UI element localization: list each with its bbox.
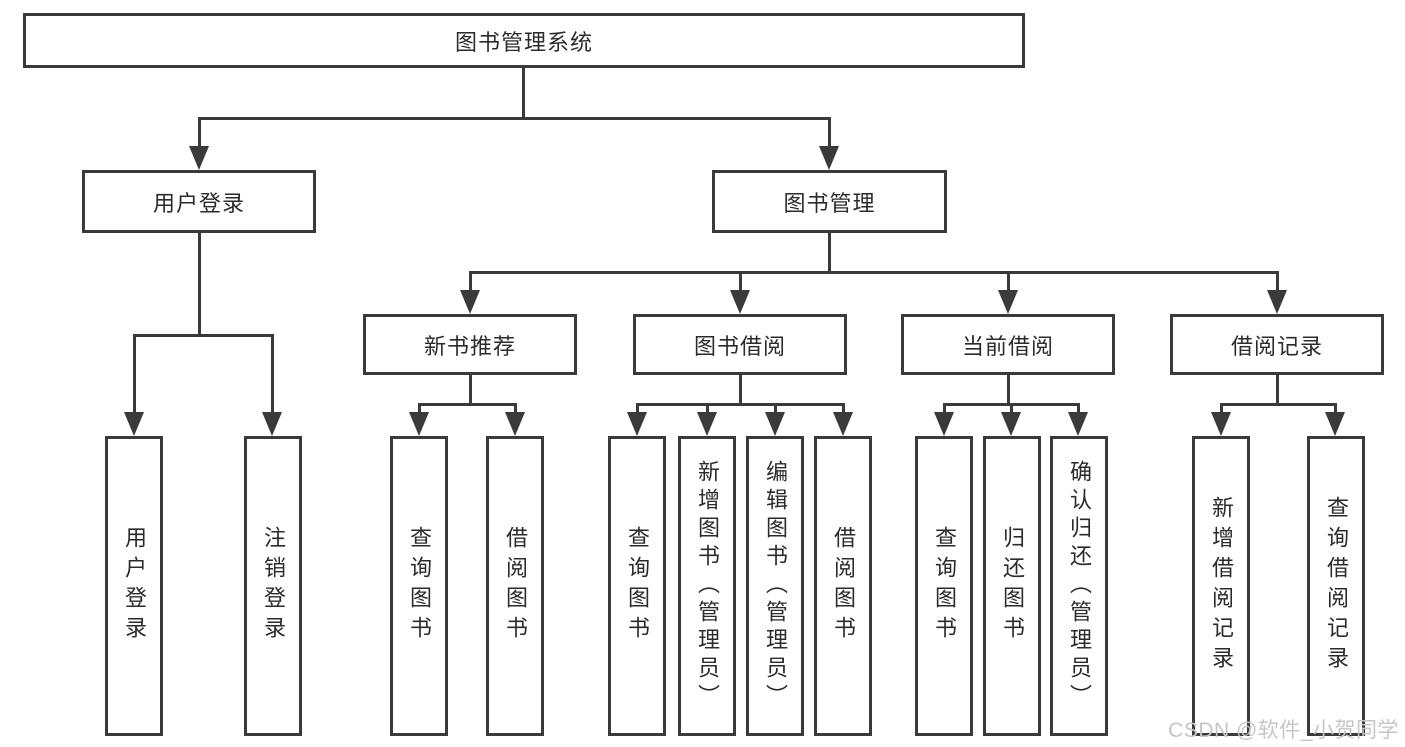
node-current-borrowing: 当前借阅 [901, 314, 1115, 375]
leaf-label: 查询图书 [932, 526, 957, 646]
connector-line [828, 233, 831, 274]
connector-line [1276, 271, 1279, 291]
arrow-down-icon [262, 412, 282, 436]
arrow-down-icon [124, 412, 144, 436]
arrow-down-icon [1211, 412, 1231, 436]
connector-line [1010, 403, 1013, 415]
connector-line [198, 117, 201, 150]
node-library-management-system: 图书管理系统 [23, 13, 1025, 68]
arrow-down-icon [505, 412, 525, 436]
leaf-query-books-borrowing: 查询图书 [608, 436, 666, 736]
connector-line [828, 117, 831, 150]
leaf-label: 查询图书 [625, 526, 650, 646]
node-label: 用户登录 [152, 190, 245, 216]
arrow-down-icon [460, 290, 480, 314]
leaf-label: 查询图书 [407, 526, 432, 646]
connector-line [469, 271, 472, 291]
connector-line [1007, 271, 1010, 291]
arrow-down-icon [934, 412, 954, 436]
connector-line [1334, 403, 1337, 415]
connector-line [1276, 375, 1279, 406]
node-label: 当前借阅 [961, 333, 1054, 359]
connector-line [514, 403, 517, 415]
leaf-label: 查询借阅记录 [1324, 496, 1349, 676]
leaf-add-book-admin: 新增图书（管理员） [678, 436, 736, 736]
leaf-edit-book-admin: 编辑图书（管理员） [746, 436, 804, 736]
node-book-borrowing: 图书借阅 [633, 314, 847, 375]
connector-line [469, 375, 472, 406]
arrow-down-icon [833, 412, 853, 436]
node-book-management: 图书管理 [712, 170, 947, 233]
connector-line [469, 271, 1279, 274]
connector-line [943, 403, 946, 415]
leaf-label: 确认归还（管理员） [1067, 460, 1092, 712]
node-label: 借阅记录 [1230, 333, 1323, 359]
leaf-label: 借阅图书 [831, 526, 856, 646]
connector-line [1007, 375, 1010, 406]
arrow-down-icon [697, 412, 717, 436]
connector-line [198, 233, 201, 337]
leaf-label: 新增借阅记录 [1209, 496, 1234, 676]
leaf-label: 新增图书（管理员） [695, 460, 720, 712]
leaf-query-borrow-record: 查询借阅记录 [1307, 436, 1365, 736]
leaf-query-books-current: 查询图书 [915, 436, 973, 736]
arrow-down-icon [189, 146, 209, 170]
connector-line [1220, 403, 1223, 415]
connector-line [133, 334, 136, 414]
arrow-down-icon [1001, 412, 1021, 436]
arrow-down-icon [730, 290, 750, 314]
arrow-down-icon [765, 412, 785, 436]
csdn-watermark: CSDN @软件_小贺同学 [1168, 719, 1399, 742]
leaf-label: 编辑图书（管理员） [763, 460, 788, 712]
connector-line [842, 403, 845, 415]
node-label: 图书管理系统 [454, 29, 593, 55]
connector-line [418, 403, 421, 415]
connector-line [636, 403, 844, 406]
leaf-add-borrow-record: 新增借阅记录 [1192, 436, 1250, 736]
connector-line [418, 403, 517, 406]
node-label: 图书管理 [783, 190, 876, 216]
leaf-confirm-return-admin: 确认归还（管理员） [1050, 436, 1108, 736]
node-borrowing-records: 借阅记录 [1170, 314, 1384, 375]
node-label: 新书推荐 [423, 333, 516, 359]
leaf-return-book: 归还图书 [983, 436, 1041, 736]
connector-line [706, 403, 709, 415]
leaf-logout: 注销登录 [244, 436, 302, 736]
connector-line [522, 68, 525, 118]
node-user-login: 用户登录 [82, 170, 316, 233]
leaf-query-books-recommend: 查询图书 [390, 436, 448, 736]
leaf-label: 归还图书 [1000, 526, 1025, 646]
leaf-user-login: 用户登录 [105, 436, 163, 736]
node-label: 图书借阅 [693, 333, 786, 359]
leaf-label: 注销登录 [261, 526, 286, 646]
arrow-down-icon [998, 290, 1018, 314]
connector-line [636, 403, 639, 415]
connector-line [774, 403, 777, 415]
leaf-borrow-books-borrowing: 借阅图书 [814, 436, 872, 736]
leaf-label: 用户登录 [122, 526, 147, 646]
connector-line [198, 117, 831, 120]
connector-line [1220, 403, 1336, 406]
arrow-down-icon [409, 412, 429, 436]
connector-line [271, 334, 274, 414]
leaf-label: 借阅图书 [503, 526, 528, 646]
arrow-down-icon [819, 146, 839, 170]
connector-line [739, 375, 742, 406]
arrow-down-icon [627, 412, 647, 436]
arrow-down-icon [1068, 412, 1088, 436]
arrow-down-icon [1325, 412, 1345, 436]
arrow-down-icon [1267, 290, 1287, 314]
connector-line [1077, 403, 1080, 415]
connector-line [133, 334, 273, 337]
connector-line [739, 271, 742, 291]
leaf-borrow-books-recommend: 借阅图书 [486, 436, 544, 736]
node-new-book-recommendation: 新书推荐 [363, 314, 577, 375]
